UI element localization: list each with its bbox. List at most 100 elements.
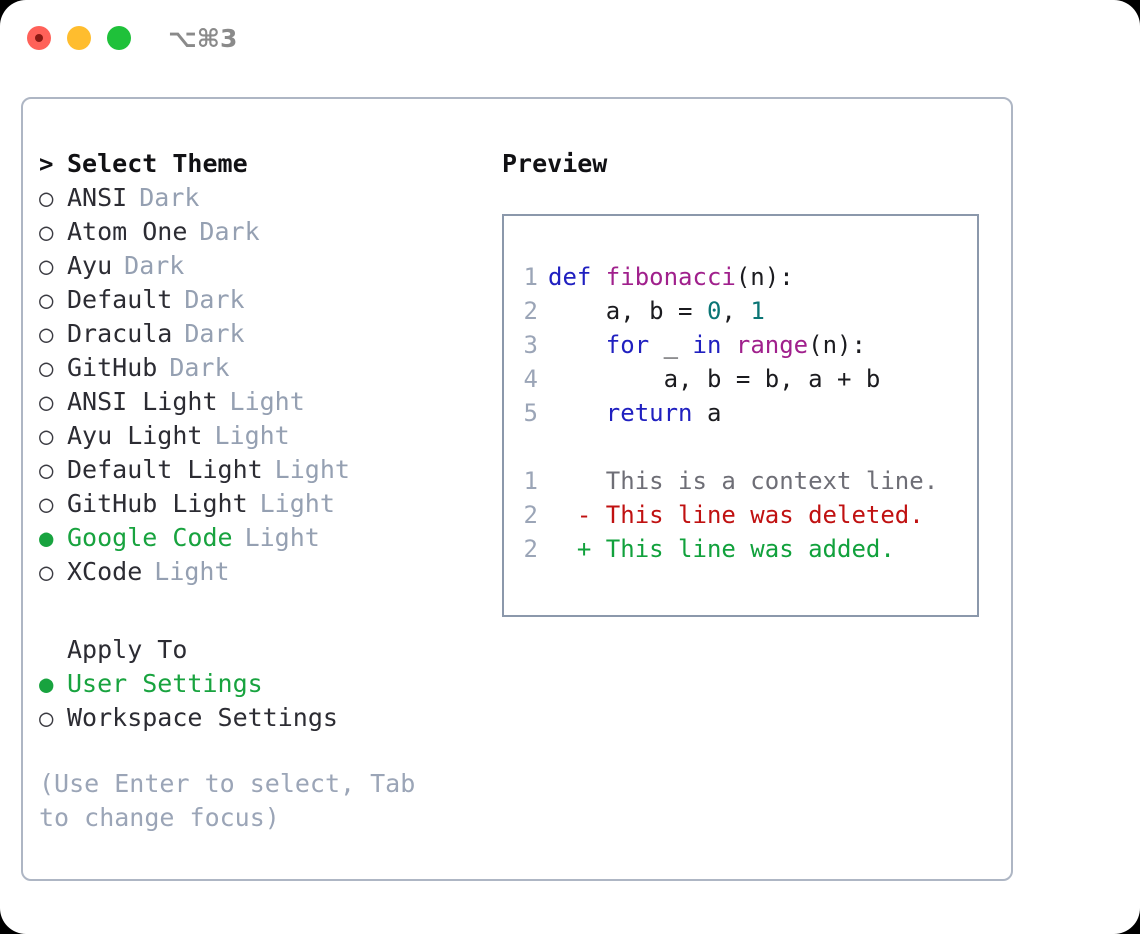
diff-line-add: 2 + This line was added. [504, 532, 977, 566]
maximize-window-button[interactable] [107, 26, 131, 50]
code-token-plain [548, 331, 606, 359]
code-line-text: return a [548, 396, 722, 430]
code-line-number: 4 [523, 365, 538, 393]
theme-name-label: Atom One [67, 217, 188, 246]
code-line-text: a, b = 0, 1 [548, 294, 765, 328]
code-token-plain: _ [649, 331, 693, 359]
code-token-plain: a [692, 399, 722, 427]
theme-name-label: Ayu Light [67, 421, 203, 450]
apply-to-option-workspace-settings[interactable]: ○Workspace Settings [39, 701, 479, 735]
code-line: 5 return a [504, 396, 977, 430]
theme-kind-label: Light [244, 523, 320, 552]
code-token-plain: (n): [808, 331, 866, 359]
diff-line-content: This line was deleted. [591, 501, 924, 529]
code-line: 4 a, b = b, a + b [504, 362, 977, 396]
radio-selected-icon: ● [39, 670, 54, 698]
apply-to-label: User Settings [67, 669, 263, 698]
code-token-plain: (n): [735, 263, 794, 291]
radio-unselected-icon: ○ [39, 558, 54, 586]
theme-option-google-code[interactable]: ● Google Code Light [39, 521, 479, 555]
radio-unselected-icon: ○ [39, 184, 54, 212]
code-token-kw: return [605, 399, 693, 427]
radio-unselected-icon: ○ [39, 218, 54, 246]
radio-unselected-icon: ○ [39, 354, 54, 382]
code-line-number: 2 [523, 297, 538, 325]
code-token-plain: a, b = b, a + b [548, 365, 881, 393]
code-line-text: a, b = b, a + b [548, 362, 881, 396]
title-bar: ⌥⌘3 [0, 0, 1140, 80]
theme-kind-label: Light [274, 455, 350, 484]
diff-line-context: 1 This is a context line. [504, 464, 977, 498]
code-token-plain: a, b = [548, 297, 707, 325]
radio-unselected-icon: ○ [39, 422, 54, 450]
diff-line-number: 2 [523, 535, 538, 563]
radio-unselected-icon: ○ [39, 704, 54, 732]
theme-option-github[interactable]: ○ GitHub Dark [39, 351, 479, 385]
radio-selected-icon: ● [39, 524, 54, 552]
select-theme-title: Select Theme [67, 149, 248, 178]
keyboard-hint-text: (Use Enter to select, Tab to change focu… [39, 769, 416, 832]
code-diff-spacer [504, 430, 977, 464]
diff-line-content: This is a context line. [591, 467, 939, 495]
keyboard-shortcut-label: ⌥⌘3 [168, 24, 238, 53]
diff-sign-marker: + [576, 535, 592, 563]
theme-name-label: Default Light [67, 455, 263, 484]
code-token-num: 0 [706, 297, 722, 325]
theme-kind-label: Dark [139, 183, 200, 212]
code-token-kw: for [605, 331, 650, 359]
traffic-light-buttons [27, 26, 131, 50]
code-line-number: 3 [523, 331, 538, 359]
minimize-window-button[interactable] [67, 26, 91, 50]
diff-line-del: 2 - This line was deleted. [504, 498, 977, 532]
code-token-plain [548, 399, 606, 427]
diff-sign-marker: - [576, 501, 592, 529]
radio-unselected-icon: ○ [39, 490, 54, 518]
code-line-text: def fibonacci(n): [548, 260, 794, 294]
diff-sign-marker [577, 467, 591, 495]
select-theme-header: > Select Theme [39, 147, 479, 181]
code-token-fn: range [735, 331, 809, 359]
code-token-kw: def [548, 263, 606, 291]
diff-sample: 1 This is a context line.2 - This line w… [504, 464, 977, 566]
theme-kind-label: Dark [184, 319, 245, 348]
theme-name-label: GitHub Light [67, 489, 248, 518]
theme-name-label: Google Code [67, 523, 233, 552]
theme-name-label: XCode [67, 557, 143, 586]
theme-name-label: GitHub [67, 353, 158, 382]
theme-name-label: Ayu [67, 251, 113, 280]
code-token-fn: fibonacci [605, 263, 736, 291]
diff-line-text: - This line was deleted. [548, 498, 924, 532]
close-window-button[interactable] [27, 26, 51, 50]
radio-unselected-icon: ○ [39, 388, 54, 416]
preview-title: Preview [502, 149, 608, 178]
theme-kind-label: Light [154, 557, 230, 586]
code-token-plain: , [721, 297, 751, 325]
theme-kind-label: Dark [169, 353, 230, 382]
code-token-plain [721, 331, 735, 359]
diff-line-number: 2 [523, 501, 538, 529]
theme-option-xcode[interactable]: ○ XCode Light [39, 555, 479, 589]
theme-kind-label: Light [229, 387, 305, 416]
code-line: 3 for _ in range(n): [504, 328, 977, 362]
diff-line-text: This is a context line. [548, 464, 938, 498]
diff-line-content: This line was added. [591, 535, 895, 563]
apply-to-option-user-settings[interactable]: ● User Settings [39, 667, 479, 701]
code-token-kw: in [692, 331, 722, 359]
radio-unselected-icon: ○ [39, 252, 54, 280]
